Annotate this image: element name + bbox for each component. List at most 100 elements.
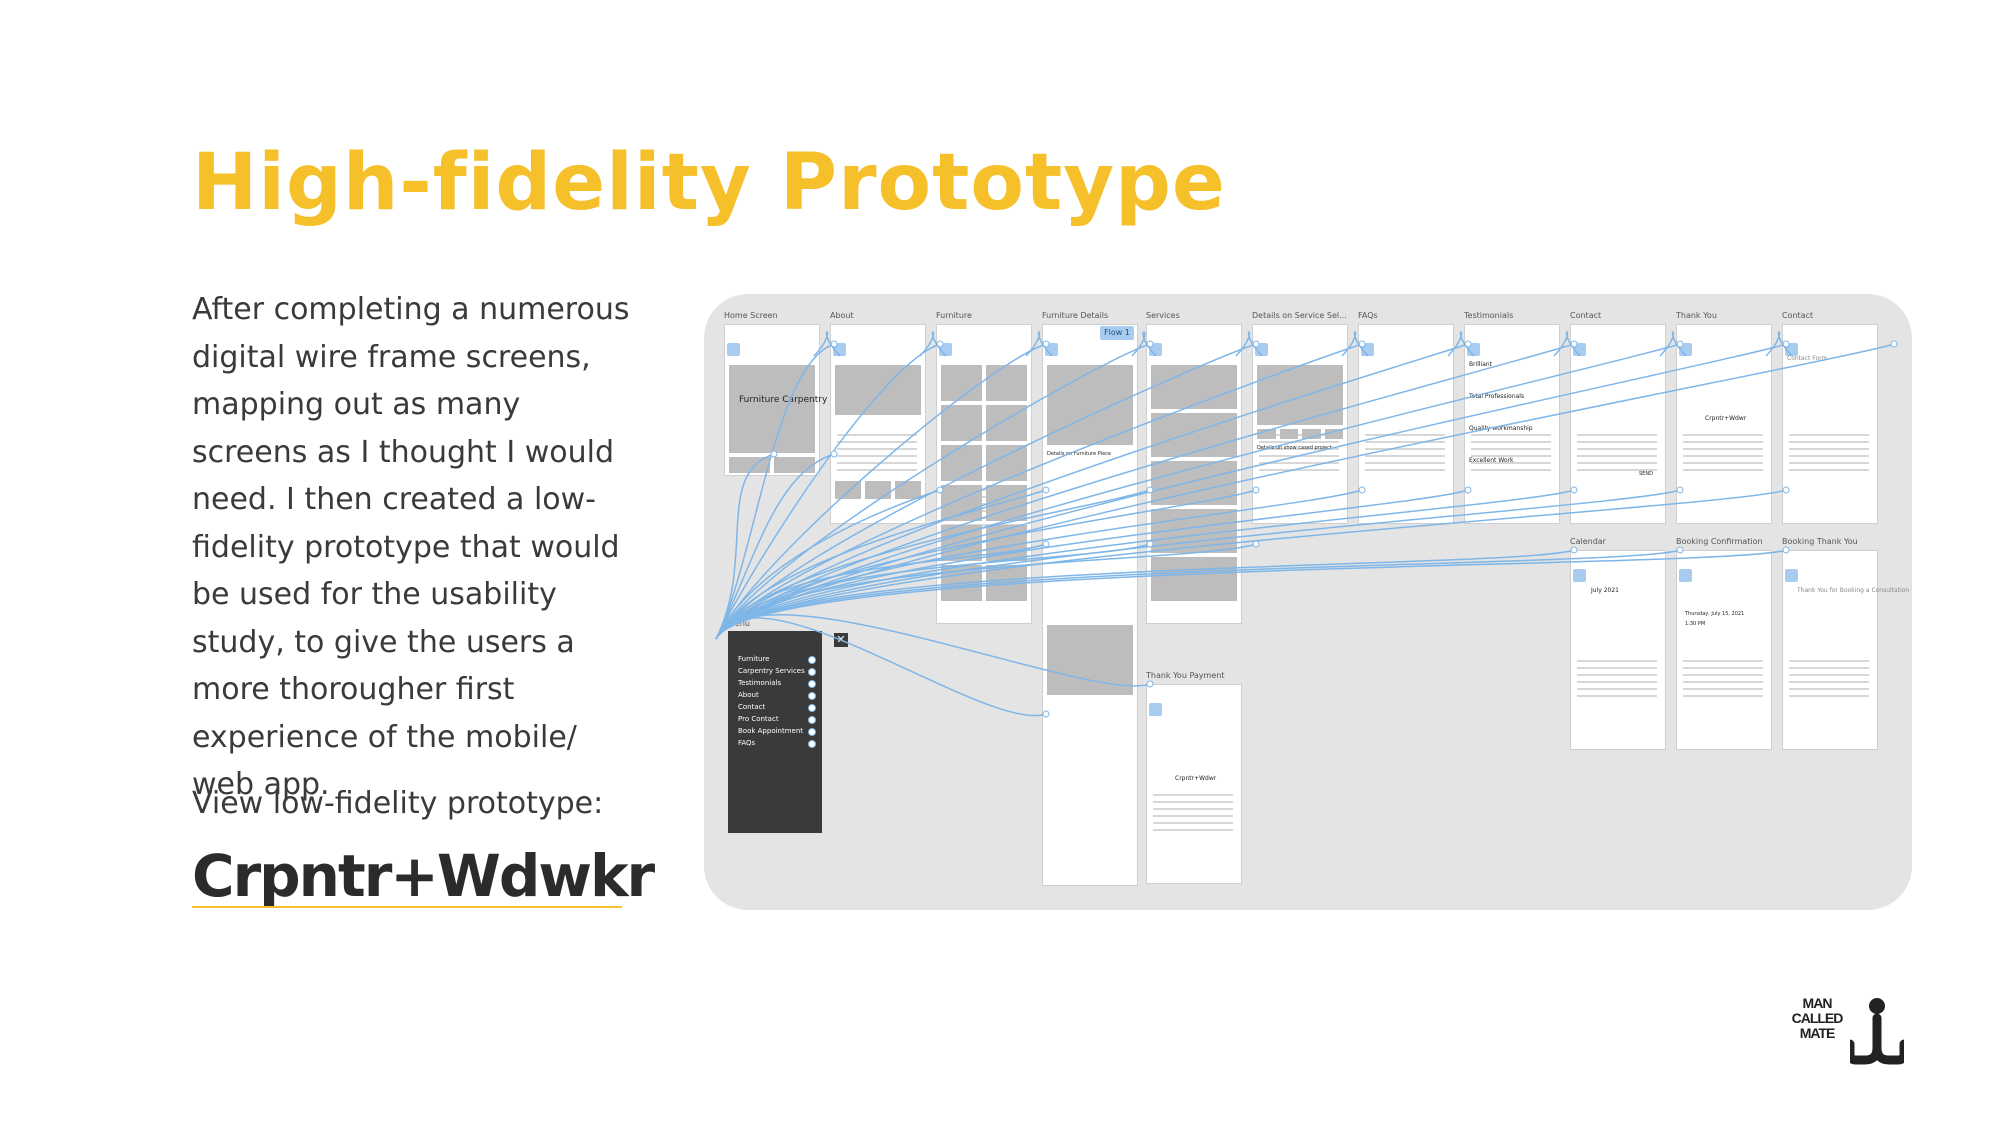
connection-line xyxy=(715,343,1151,640)
menu-item-label: FAQs xyxy=(738,739,756,747)
flow-badge[interactable]: Flow 1 xyxy=(1100,326,1134,340)
text-line xyxy=(1577,468,1657,471)
text-line xyxy=(1789,687,1869,690)
link-dot[interactable] xyxy=(808,680,816,688)
image-placeholder xyxy=(1279,429,1298,439)
connection-node xyxy=(1146,486,1154,494)
connection-line xyxy=(715,343,1257,640)
connection-line xyxy=(715,549,1681,640)
text-line xyxy=(1789,440,1869,443)
screen-frame[interactable] xyxy=(1146,324,1242,624)
screen-frame[interactable]: Crpntr+Wdwr xyxy=(1146,684,1242,884)
image-placeholder xyxy=(1151,413,1237,457)
connection-node xyxy=(770,450,778,458)
link-dot[interactable] xyxy=(808,716,816,724)
text-line xyxy=(1577,454,1657,457)
description-paragraph: After completing a numerous digital wire… xyxy=(192,292,630,802)
text-line xyxy=(943,495,1023,498)
menu-item-label: Furniture xyxy=(738,655,770,663)
text-line xyxy=(1577,440,1657,443)
screen-frame[interactable]: SEND xyxy=(1570,324,1666,524)
back-arrow-icon[interactable] xyxy=(1785,569,1798,582)
link-dot[interactable] xyxy=(808,740,816,748)
connection-node xyxy=(1464,486,1472,494)
screen-label: Booking Thank You xyxy=(1782,537,1858,546)
connection-line xyxy=(1341,331,1369,357)
image-placeholder xyxy=(1151,557,1237,601)
link-dot[interactable] xyxy=(808,656,816,664)
text-line xyxy=(1577,673,1657,676)
back-arrow-icon[interactable] xyxy=(727,343,740,356)
text-line xyxy=(1683,694,1763,697)
connection-line xyxy=(715,343,1681,640)
text-line xyxy=(1789,694,1869,697)
menu-item[interactable]: Furniture xyxy=(728,655,822,665)
connection-node xyxy=(1782,486,1790,494)
thank-you-message: Thank You for Booking a Consultation xyxy=(1797,587,1910,594)
text-line xyxy=(1153,828,1233,831)
connection-line xyxy=(715,543,1047,640)
screen-frame[interactable]: July 2021 xyxy=(1570,550,1666,750)
image-placeholder xyxy=(865,481,891,499)
text-line xyxy=(1789,680,1869,683)
screen-frame[interactable]: Details on Furniture Piece xyxy=(1042,324,1138,886)
screen-frame[interactable]: Crpntr+Wdwr xyxy=(1676,324,1772,524)
testimonial-heading: Brilliant xyxy=(1469,361,1493,368)
screen-frame[interactable] xyxy=(830,324,926,524)
screen-frame[interactable]: Thank You for Booking a Consultation xyxy=(1782,550,1909,750)
prototype-link-logo[interactable]: Crpntr+Wdwkr xyxy=(192,842,655,910)
subheading: Details on show cased project xyxy=(1257,445,1332,451)
screen-label: Furniture Details xyxy=(1042,311,1109,320)
connection-node xyxy=(1042,486,1050,494)
text-line xyxy=(943,502,1023,505)
back-arrow-icon[interactable] xyxy=(1679,569,1692,582)
text-line xyxy=(1577,687,1657,690)
back-arrow-icon[interactable] xyxy=(1573,569,1586,582)
connection-line xyxy=(715,343,1469,640)
menu-item[interactable]: Testimonials xyxy=(728,679,822,689)
connection-node xyxy=(1676,546,1684,554)
figure-icon xyxy=(1850,998,1904,1065)
menu-item[interactable]: FAQs xyxy=(728,739,822,749)
connection-line xyxy=(1025,331,1053,357)
link-dot[interactable] xyxy=(808,692,816,700)
text-line xyxy=(1683,673,1763,676)
connection-line xyxy=(1131,331,1157,357)
connection-line xyxy=(813,331,841,357)
menu-item[interactable]: Pro Contact xyxy=(728,715,822,725)
brand-mini: Crpntr+Wdwr xyxy=(1705,415,1747,422)
text-line xyxy=(1471,440,1551,443)
link-dot[interactable] xyxy=(808,704,816,712)
screen-label: Booking Confirmation xyxy=(1676,537,1763,546)
screen-label: Thank You xyxy=(1676,311,1717,320)
flow-label: Flow 1 xyxy=(1104,328,1130,337)
text-line xyxy=(1789,447,1869,450)
text-line xyxy=(1365,461,1445,464)
menu-item[interactable]: Carpentry Services xyxy=(728,667,822,677)
connection-node xyxy=(1358,486,1366,494)
menu-item[interactable]: About xyxy=(728,691,822,701)
text-line xyxy=(1577,461,1657,464)
connection-line xyxy=(715,489,1681,640)
text-line xyxy=(1365,454,1445,457)
menu-item[interactable]: Contact xyxy=(728,703,822,713)
text-line xyxy=(1683,440,1763,443)
text-line xyxy=(1789,461,1869,464)
text-line xyxy=(1365,468,1445,471)
send-button: SEND xyxy=(1639,471,1653,477)
connection-line xyxy=(715,343,1363,640)
link-dot[interactable] xyxy=(808,728,816,736)
text-line xyxy=(1577,447,1657,450)
text-line xyxy=(1577,433,1657,436)
screen-frame[interactable]: Contact Form xyxy=(1782,324,1878,524)
prototype-connections xyxy=(715,331,1898,718)
text-line xyxy=(1365,447,1445,450)
link-dot[interactable] xyxy=(808,668,816,676)
back-arrow-icon[interactable] xyxy=(1149,703,1162,716)
text-line xyxy=(1789,673,1869,676)
image-placeholder xyxy=(729,365,815,453)
menu-item[interactable]: Book Appointment xyxy=(728,727,822,737)
screen-label: Testimonials xyxy=(1464,311,1514,320)
screen-label: Contact xyxy=(1782,311,1814,320)
